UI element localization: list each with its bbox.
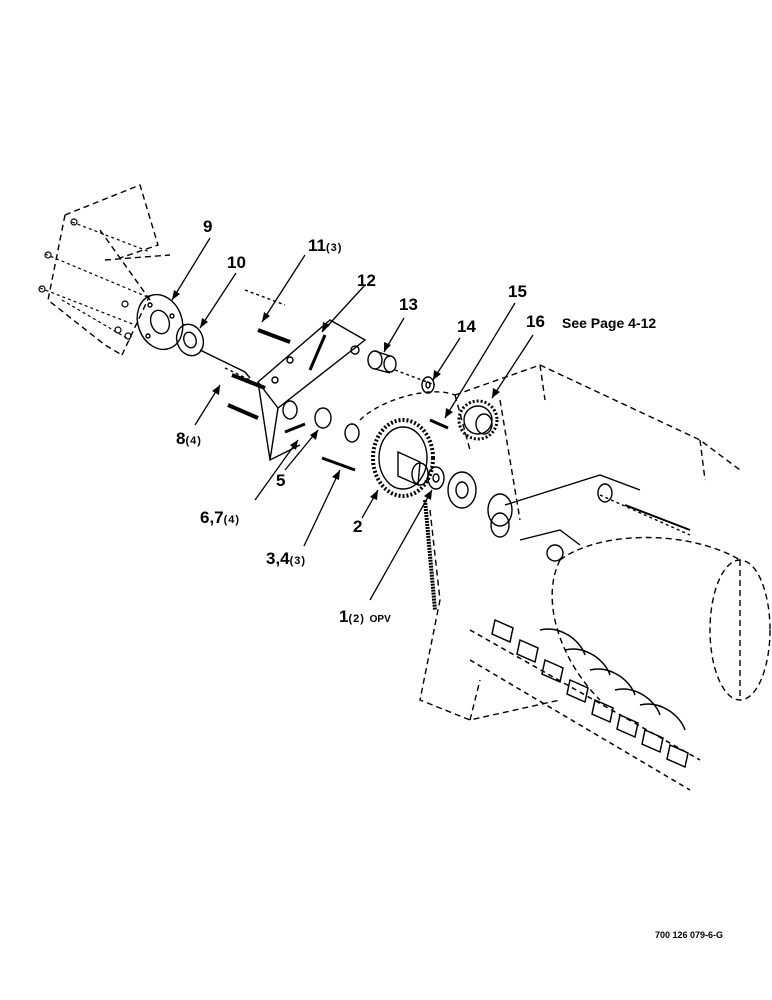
callout-number: 14: [457, 317, 476, 336]
callout-number: 6,7: [200, 508, 224, 527]
callout-qty: (4): [223, 514, 241, 526]
callout-number: 1: [339, 607, 349, 626]
callout-10: 10: [227, 254, 246, 271]
callout-1: 1(2) OPV: [339, 608, 391, 625]
callout-6-7: 6,7(4): [200, 509, 240, 526]
callout-number: 13: [399, 295, 418, 314]
callout-16: 16: [526, 313, 545, 330]
spacer: [367, 350, 436, 386]
callout-number: 15: [508, 282, 527, 301]
callout-number: 2: [353, 517, 363, 536]
callout-number: 10: [227, 253, 246, 272]
drive-chain: [423, 499, 437, 611]
callout-15: 15: [508, 283, 527, 300]
right-machine-housing: [419, 364, 741, 721]
callout-11: 11(3): [308, 237, 342, 254]
callout-8: 8(4): [176, 430, 202, 447]
feeder-tines: [469, 618, 701, 791]
flange-plate: [136, 293, 184, 351]
callout-number: 3,4: [266, 549, 290, 568]
bushing: [314, 407, 360, 443]
callout-number: 9: [203, 217, 213, 236]
callout-13: 13: [399, 296, 418, 313]
callout-9: 9: [203, 218, 212, 235]
small-sprocket: [457, 399, 499, 441]
callout-12: 12: [357, 272, 376, 289]
callout-5: 5: [276, 472, 285, 489]
drum-outline: [359, 391, 456, 421]
callout-14: 14: [457, 318, 476, 335]
washer-opv: [427, 466, 445, 490]
callout-number: 11: [308, 236, 326, 255]
callout-qty: (4): [185, 435, 202, 447]
long-bolt: [321, 456, 356, 472]
callout-qty: (2): [348, 613, 365, 625]
bracket-plate: [257, 319, 367, 462]
callout-3-4: 3,4(3): [266, 550, 306, 567]
key: [429, 418, 449, 430]
callout-qty: (3): [325, 242, 343, 254]
feed-drum: [551, 536, 771, 701]
callout-number: 5: [276, 471, 286, 490]
callout-qty: (3): [289, 555, 307, 567]
studs: [224, 289, 291, 420]
large-sprocket: [371, 418, 435, 498]
mounting-bolts-left: [38, 218, 151, 341]
leader-arrows: [172, 290, 500, 500]
bolt: [284, 422, 306, 434]
callout-2: 2: [353, 518, 362, 535]
callout-note: OPV: [369, 614, 391, 625]
washer: [421, 376, 435, 394]
callout-number: 16: [526, 312, 545, 331]
callout-number: 8: [176, 429, 186, 448]
callout-number: 12: [357, 271, 376, 290]
bearing: [175, 323, 251, 379]
left-frame-panel: [47, 184, 171, 356]
drive-hub-assembly: [447, 471, 691, 562]
drawing-code: 700 126 079-6-G: [655, 930, 724, 940]
page-reference: See Page 4-12: [562, 315, 657, 331]
leader-lines: [171, 237, 534, 601]
